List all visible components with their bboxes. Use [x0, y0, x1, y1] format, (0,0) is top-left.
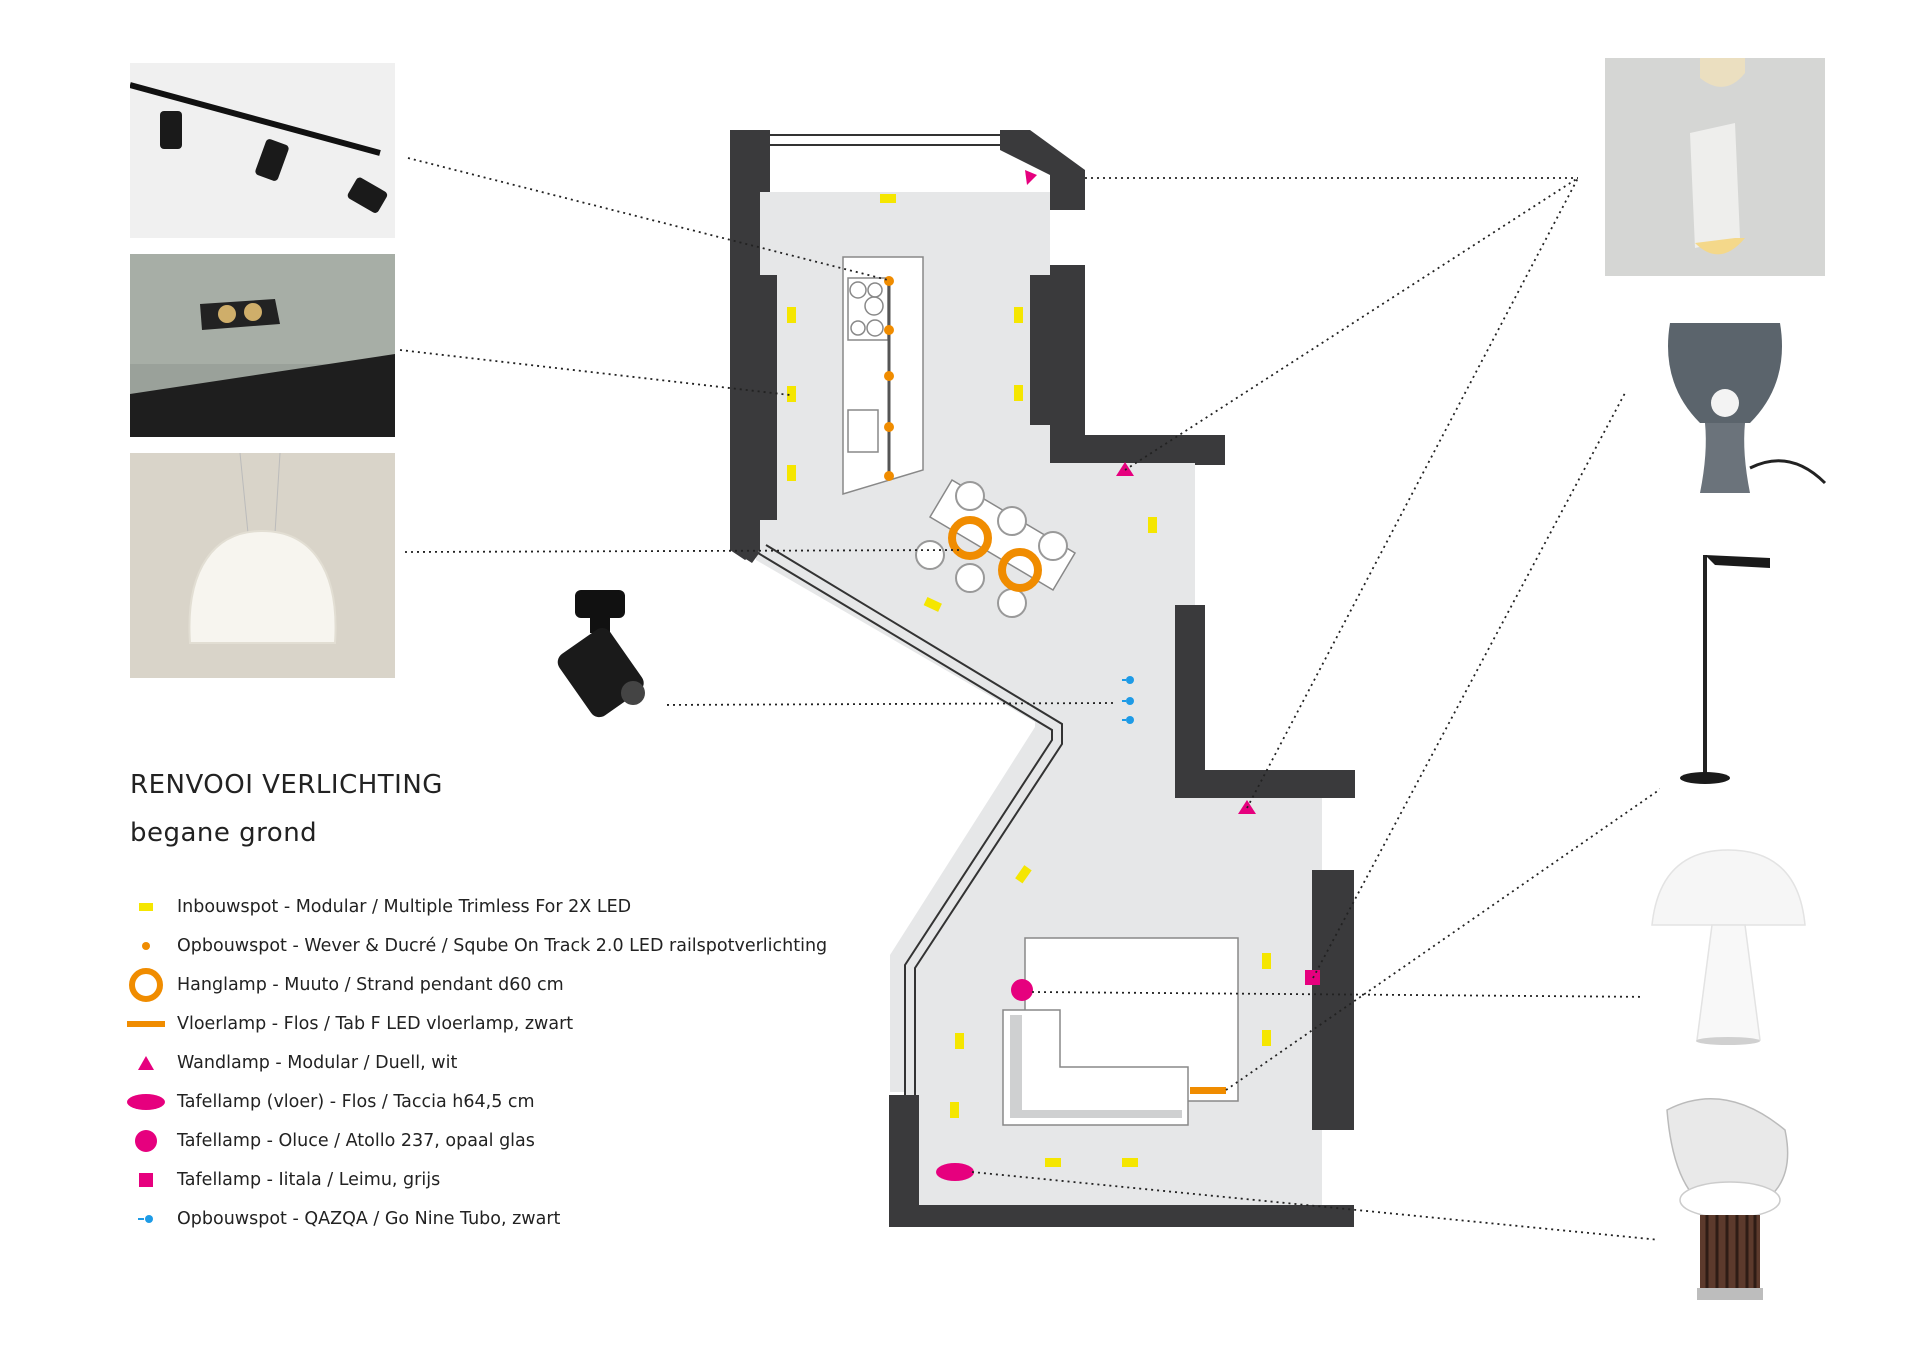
table-lamp-icon [1668, 323, 1827, 493]
dining-chairs [915, 481, 1068, 618]
orange-dot-icon [125, 926, 167, 965]
yellow-rect-icon [125, 887, 167, 926]
magenta-square-icon [125, 1160, 167, 1199]
orange-bar-icon [125, 1004, 167, 1043]
legend-item-tafellamp-vloer: Tafellamp (vloer) - Flos / Taccia h64,5 … [125, 1082, 885, 1121]
magenta-ellipse-icon [125, 1082, 167, 1121]
taccia-lamp-photo [1655, 1090, 1805, 1305]
recessed-spots [787, 194, 1271, 1167]
legend-label: Vloerlamp - Flos / Tab F LED vloerlamp, … [177, 1013, 574, 1034]
legend-item-tafellamp-iitala: Tafellamp - Iitala / Leimu, grijs [125, 1160, 885, 1199]
legend-item-wandlamp: Wandlamp - Modular / Duell, wit [125, 1043, 885, 1082]
recessed-spot-icon [130, 254, 395, 437]
legend-label: Opbouwspot - Wever & Ducré / Sqube On Tr… [177, 935, 828, 956]
legend-label: Opbouwspot - QAZQA / Go Nine Tubo, zwart [177, 1208, 561, 1229]
floorlamp-symbol [1190, 1087, 1226, 1094]
legend-subtitle: begane grond [130, 818, 318, 848]
floor-lamp-photo [1660, 550, 1810, 795]
leimu-lamp-photo [1650, 318, 1830, 508]
legend-title: RENVOOI VERLICHTING [130, 770, 443, 800]
legend-item-hanglamp: Hanglamp - Muuto / Strand pendant d60 cm [125, 965, 885, 1004]
magenta-circle-icon [125, 1121, 167, 1160]
legend-label: Tafellamp - Iitala / Leimu, grijs [177, 1169, 441, 1190]
recessed-spot-photo [130, 254, 395, 437]
pendant-lamp-icon [188, 453, 337, 644]
cooktop [847, 277, 889, 453]
legend-item-opbouwspot-track: Opbouwspot - Wever & Ducré / Sqube On Tr… [125, 926, 885, 965]
surface-spot-photo [555, 585, 665, 725]
sofa [1002, 1009, 1189, 1126]
track-light-icon [130, 82, 388, 213]
floor-lamp-icon [1680, 555, 1770, 784]
legend-item-vloerlamp: Vloerlamp - Flos / Tab F LED vloerlamp, … [125, 1004, 885, 1043]
window-frame [757, 544, 1063, 1095]
taccia-lamp-icon [1666, 1098, 1789, 1300]
legend-item-inbouwspot: Inbouwspot - Modular / Multiple Trimless… [125, 887, 885, 926]
legend-list: Inbouwspot - Modular / Multiple Trimless… [125, 887, 885, 1238]
legend-label: Tafellamp (vloer) - Flos / Taccia h64,5 … [177, 1091, 535, 1112]
orange-ring-icon [125, 965, 167, 1004]
legend-label: Tafellamp - Oluce / Atollo 237, opaal gl… [177, 1130, 535, 1151]
magenta-triangle-icon [125, 1043, 167, 1082]
wall-lamp-icon [1690, 58, 1745, 255]
leader-lines [399, 157, 1686, 1241]
pendant-photo [130, 453, 395, 678]
surface-spot-icon [557, 590, 645, 718]
legend-item-tafellamp-oluce: Tafellamp - Oluce / Atollo 237, opaal gl… [125, 1121, 885, 1160]
taccia-symbol [936, 1163, 974, 1181]
blue-dot-icon [125, 1199, 167, 1238]
legend-item-opbouwspot-qazqa: Opbouwspot - QAZQA / Go Nine Tubo, zwart [125, 1199, 885, 1238]
pendant-rings [948, 516, 1042, 592]
blue-spots [1122, 676, 1134, 724]
legend-label: Inbouwspot - Modular / Multiple Trimless… [177, 896, 632, 917]
track-spot-photo [130, 63, 395, 238]
atollo-symbol [1011, 979, 1033, 1001]
mushroom-lamp-icon [1651, 849, 1806, 1045]
legend-label: Hanglamp - Muuto / Strand pendant d60 cm [177, 974, 564, 995]
atollo-lamp-photo [1640, 845, 1820, 1050]
legend-label: Wandlamp - Modular / Duell, wit [177, 1052, 458, 1073]
track-spots [884, 276, 894, 481]
wall-lamp-photo [1605, 58, 1825, 276]
